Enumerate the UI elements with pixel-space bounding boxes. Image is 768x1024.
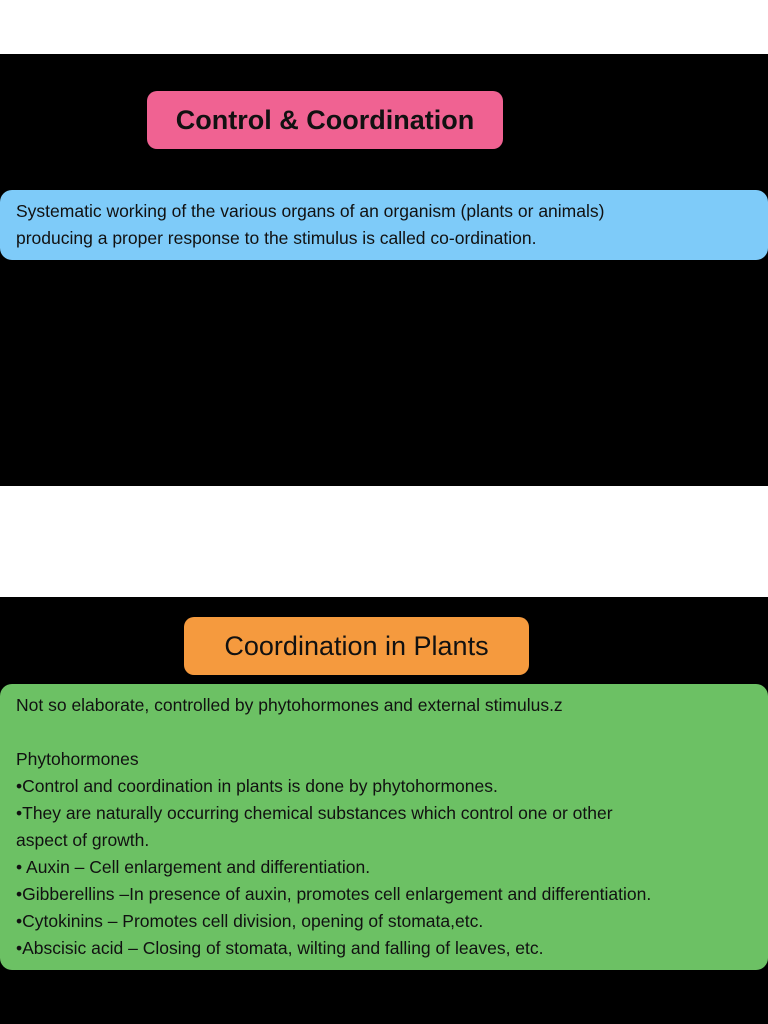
- content-line: •Cytokinins – Promotes cell division, op…: [16, 911, 484, 931]
- content-line: •Gibberellins –In presence of auxin, pro…: [16, 884, 652, 904]
- definition-line: producing a proper response to the stimu…: [16, 228, 537, 248]
- slide-control-coordination: Control & Coordination Systematic workin…: [0, 54, 768, 486]
- content-line: •Abscisic acid – Closing of stomata, wil…: [16, 938, 544, 958]
- content-box: Not so elaborate, controlled by phytohor…: [0, 684, 768, 970]
- definition-line: Systematic working of the various organs…: [16, 201, 605, 221]
- definition-box: Systematic working of the various organs…: [0, 190, 768, 260]
- content-line: aspect of growth.: [16, 830, 150, 850]
- content-line: •They are naturally occurring chemical s…: [16, 803, 613, 823]
- slide-title: Coordination in Plants: [184, 617, 529, 675]
- content-line: •Control and coordination in plants is d…: [16, 776, 498, 796]
- slide-coordination-in-plants: Coordination in Plants Not so elaborate,…: [0, 597, 768, 1024]
- content-line: Not so elaborate, controlled by phytohor…: [16, 695, 563, 715]
- slide-title: Control & Coordination: [147, 91, 503, 149]
- content-line: Phytohormones: [16, 749, 139, 769]
- content-line: • Auxin – Cell enlargement and different…: [16, 857, 371, 877]
- content-line: [16, 719, 752, 746]
